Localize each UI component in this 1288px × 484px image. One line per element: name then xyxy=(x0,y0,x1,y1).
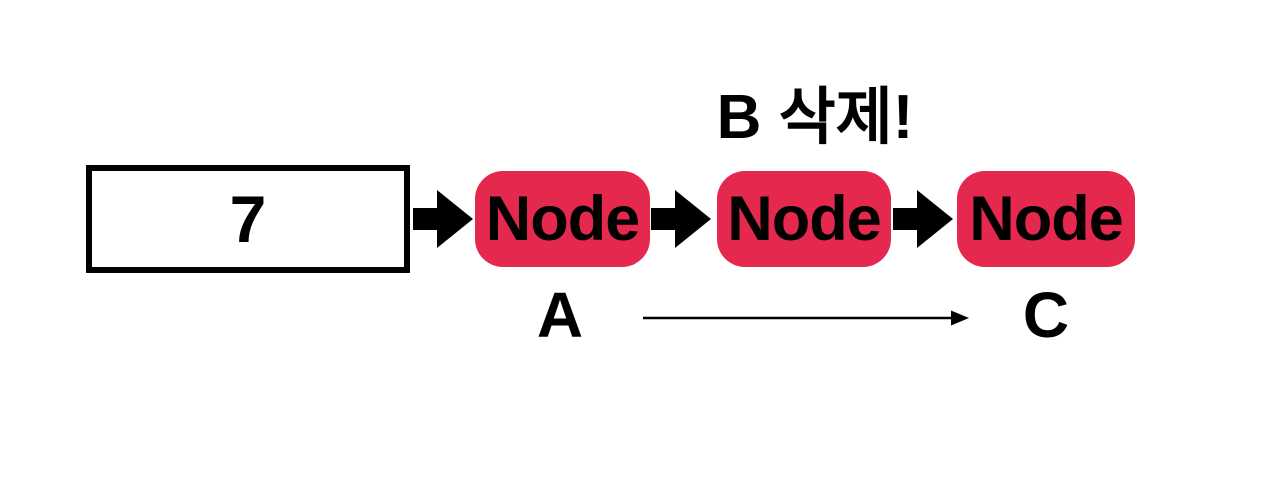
deletion-title: B 삭제! xyxy=(716,83,914,152)
head-pointer-value: 7 xyxy=(229,182,267,256)
link-arrow-head-to-a-icon xyxy=(413,190,473,248)
node-c: Node xyxy=(957,171,1135,267)
link-arrow-a-to-b-icon xyxy=(651,190,711,248)
link-arrow-b-to-c-icon xyxy=(893,190,953,248)
label-node-c: C xyxy=(1022,279,1070,351)
node-a: Node xyxy=(475,171,650,267)
node-a-label: Node xyxy=(485,183,640,254)
node-c-label: Node xyxy=(969,183,1123,254)
label-node-a: A xyxy=(536,279,584,351)
head-pointer-box: 7 xyxy=(86,165,410,273)
node-b: Node xyxy=(717,171,891,267)
bypass-arrow-a-to-c-icon xyxy=(643,310,969,326)
node-b-label: Node xyxy=(727,183,881,254)
